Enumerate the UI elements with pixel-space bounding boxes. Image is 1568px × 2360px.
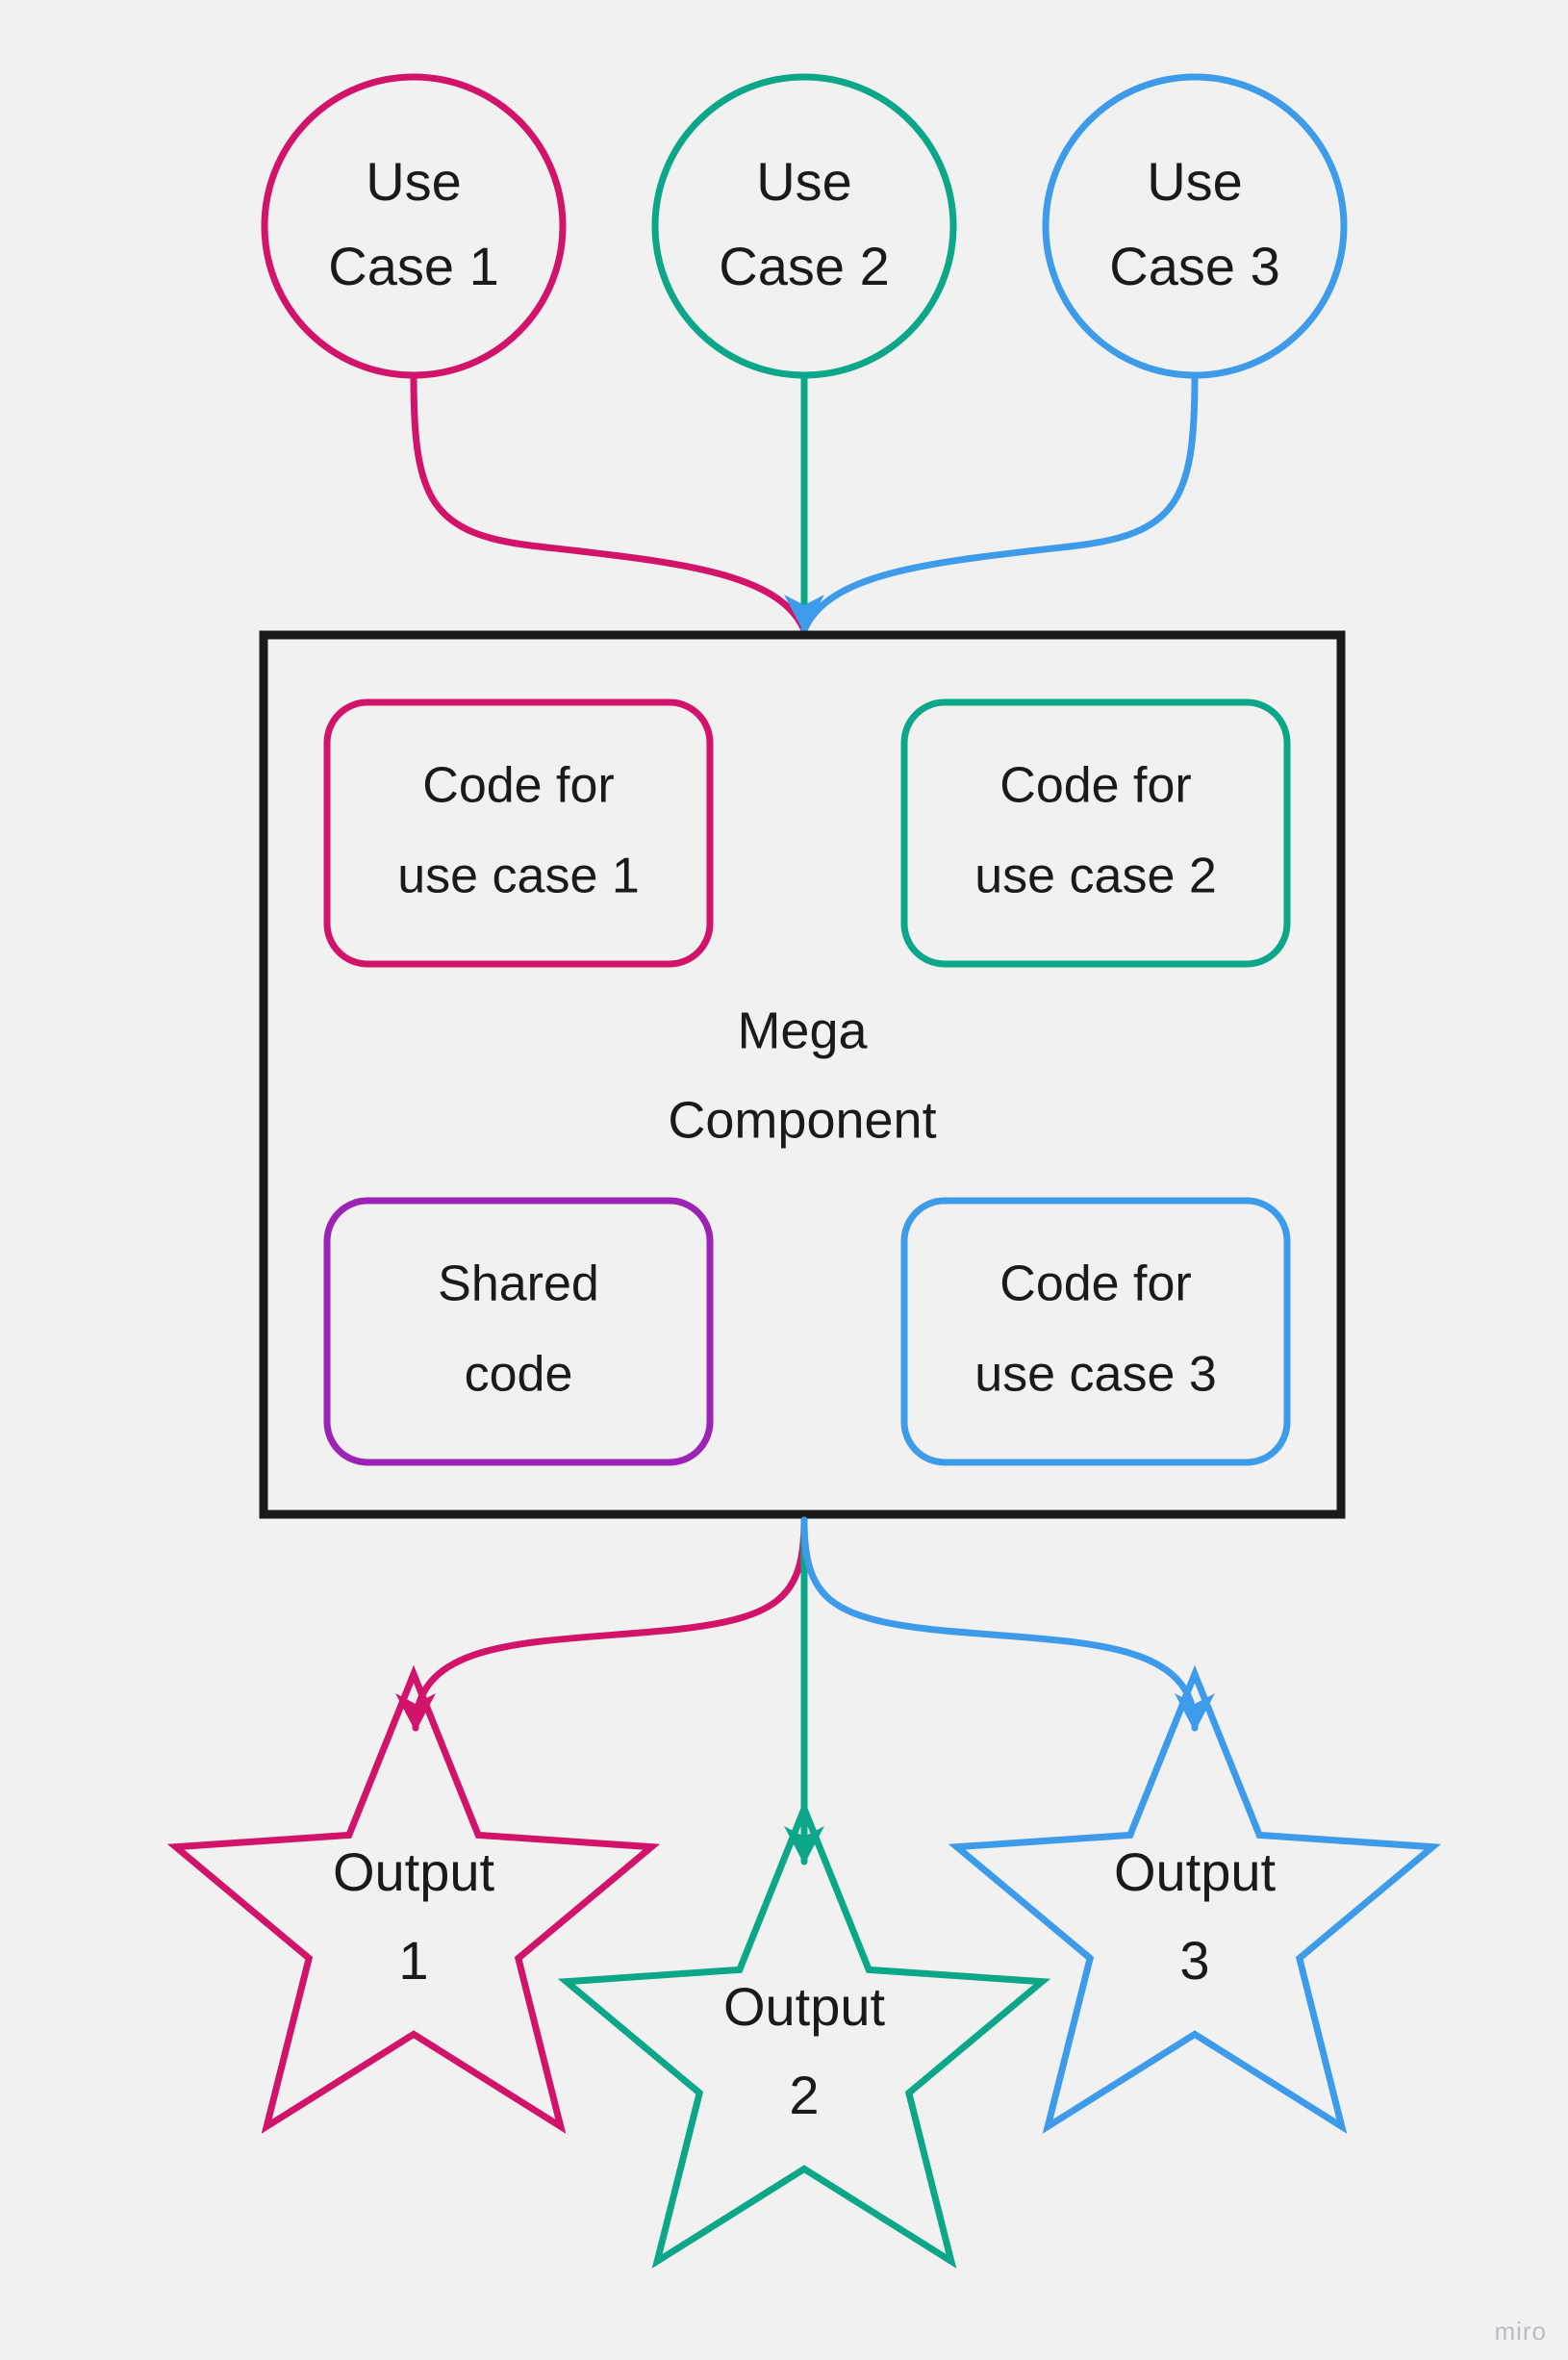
output-3-label-line2: 3 [1179, 1930, 1209, 1991]
miro-watermark: miro [1494, 2317, 1547, 2346]
shared-code-label-line1: Shared [438, 1256, 599, 1312]
use-case-circle-1[interactable]: Use Case 1 [261, 73, 567, 379]
output-star-2[interactable]: Output 2 [557, 1799, 1051, 2269]
mega-component-container[interactable]: Code for use case 1 Code for use case 2 … [259, 630, 1346, 1519]
code-use-case-1-label-line1: Code for [422, 758, 614, 814]
arrow-use-case-1-to-mega [410, 373, 808, 634]
arrow-use-case-3-to-mega [800, 373, 1199, 634]
use-case-circle-3[interactable]: Use Case 3 [1042, 73, 1348, 379]
mega-component-title-line2: Component [668, 1091, 936, 1149]
inner-box-shared-code[interactable]: Shared code [323, 1197, 714, 1466]
code-use-case-3-label-line1: Code for [999, 1256, 1191, 1312]
use-case-2-label-line1: Use [756, 151, 852, 212]
output-star-3[interactable]: Output 3 [948, 1664, 1442, 2134]
arrow-mega-to-output-3 [800, 1516, 1199, 1732]
use-case-1-label-line2: Case 1 [328, 236, 498, 296]
use-case-2-label-line2: Case 2 [719, 236, 889, 296]
inner-box-code-use-case-3[interactable]: Code for use case 3 [900, 1197, 1291, 1466]
output-3-label-line1: Output [1114, 1841, 1277, 1902]
use-case-circle-2[interactable]: Use Case 2 [651, 73, 957, 379]
output-1-label-line2: 1 [398, 1930, 428, 1991]
arrow-mega-to-output-1 [412, 1516, 808, 1732]
output-2-label-line2: 2 [789, 2065, 819, 2125]
use-case-1-label-line1: Use [366, 151, 462, 212]
incoming-connectors [410, 373, 1199, 634]
output-star-1[interactable]: Output 1 [166, 1664, 661, 2134]
arrowhead-into-mega-icon [784, 595, 824, 633]
code-use-case-2-label-line1: Code for [999, 758, 1191, 814]
shared-code-label-line2: code [465, 1347, 573, 1403]
use-case-3-label-line2: Case 3 [1109, 236, 1279, 296]
inner-box-code-use-case-2[interactable]: Code for use case 2 [900, 698, 1291, 968]
code-use-case-3-label-line2: use case 3 [974, 1347, 1217, 1403]
use-case-3-label-line1: Use [1147, 151, 1243, 212]
inner-box-code-use-case-1[interactable]: Code for use case 1 [323, 698, 714, 968]
code-use-case-1-label-line2: use case 1 [397, 849, 640, 904]
output-1-label-line1: Output [333, 1841, 495, 1902]
mega-component-title-line1: Mega [737, 1002, 868, 1059]
output-2-label-line1: Output [723, 1976, 886, 2037]
code-use-case-2-label-line2: use case 2 [974, 849, 1217, 904]
